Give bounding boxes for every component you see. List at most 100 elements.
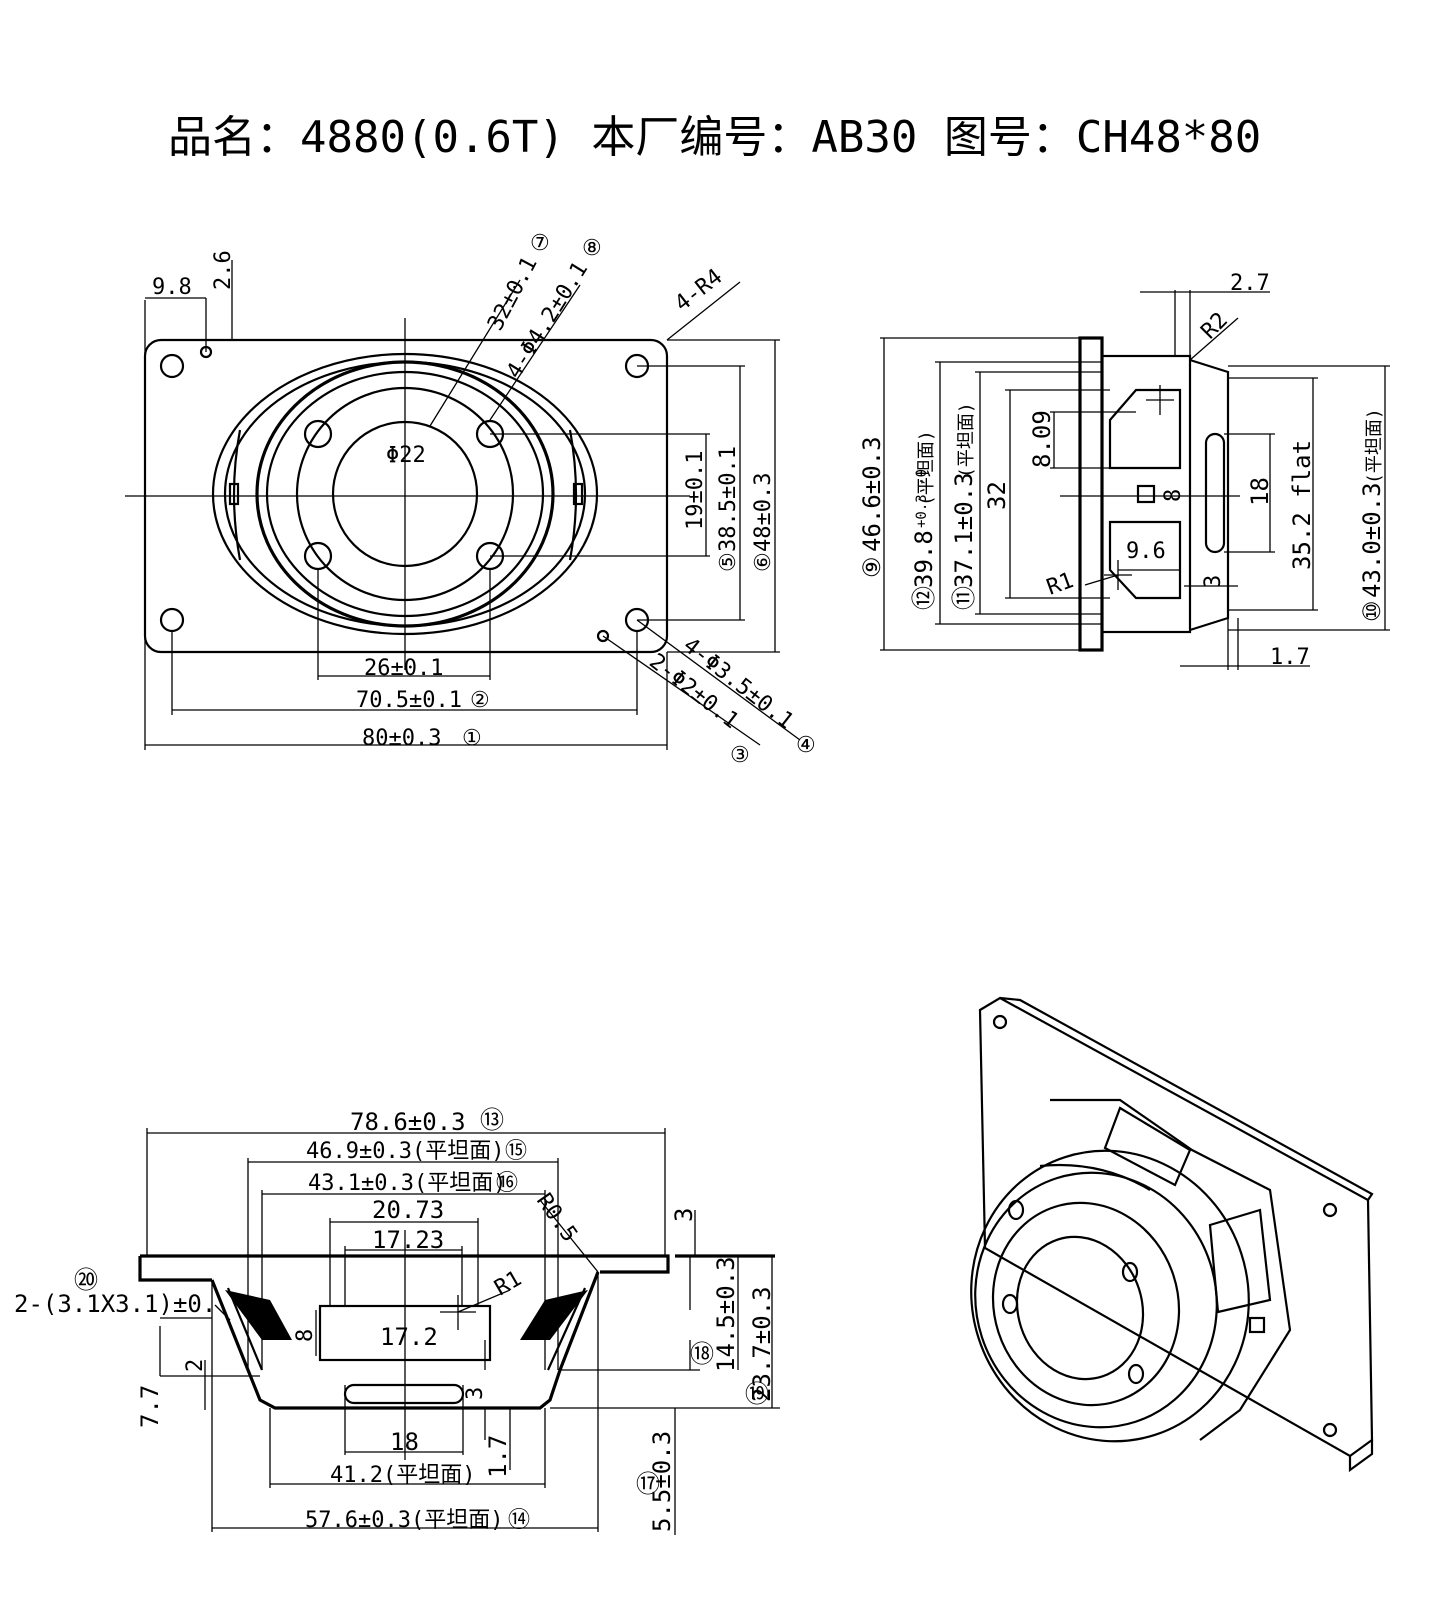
dim-8-side: 8 xyxy=(1161,489,1186,502)
dim-38-5: 38.5±0.1 xyxy=(716,446,741,552)
front-rim-inner xyxy=(265,370,545,618)
drawing-title: 品名：4880(0.6T) 本厂编号：AB30 图号：CH48*80 xyxy=(168,112,1261,163)
circled-11: ⑪ xyxy=(950,586,978,610)
section-slot xyxy=(343,1383,465,1405)
iso-cup-inner xyxy=(991,1201,1181,1407)
section-hatch-left xyxy=(225,1290,292,1340)
dim-46-9: 46.9±0.3(平坦面) xyxy=(306,1139,504,1164)
iso-hole-3 xyxy=(1322,1422,1338,1438)
circled-5: ⑤ xyxy=(716,552,741,572)
circled-17: ⑰ xyxy=(636,1470,660,1498)
side-body xyxy=(1100,354,1192,634)
dim-1-7-bottom: 1.7 xyxy=(484,1435,512,1478)
side-window-top xyxy=(1108,388,1182,470)
dim-23-7: 23.7±0.3 xyxy=(748,1286,776,1402)
isometric-view xyxy=(970,996,1374,1473)
dim-32-side: 32 xyxy=(983,481,1011,510)
section-view: 78.6±0.3 ⑬ 46.9±0.3(平坦面) ⑮ 43.1±0.3(平坦面)… xyxy=(14,1106,780,1535)
section-plate-top xyxy=(140,1254,670,1274)
front-inner-hole-bl xyxy=(303,541,333,571)
dim-5-5: 5.5±0.3 xyxy=(648,1431,676,1532)
front-corner-hole-tl xyxy=(159,353,185,379)
dim-r2: R2 xyxy=(1197,308,1233,344)
dim-43-1: 43.1±0.3(平坦面) xyxy=(308,1171,506,1196)
iso-inner-hole-3 xyxy=(1001,1293,1019,1315)
iso-hole-1 xyxy=(992,1014,1008,1030)
front-inner-hole-tl xyxy=(303,419,333,449)
dim-57-6: 57.6±0.3(平坦面) xyxy=(305,1508,503,1533)
iso-hole-2 xyxy=(1322,1202,1338,1218)
dim-8-bottom: 8 xyxy=(293,1329,318,1342)
dim-39-8-tol: +0.3 -0 xyxy=(914,469,930,528)
circled-2: ② xyxy=(470,688,490,713)
dim-35-2-flat: 35.2 flat xyxy=(1288,440,1316,570)
circled-16: ⑯ xyxy=(496,1171,518,1196)
dim-r1-side: R1 xyxy=(1044,568,1077,601)
iso-cup-outer xyxy=(970,1149,1250,1443)
dim-2-slots: 2-(3.1X3.1)±0. xyxy=(14,1290,216,1318)
dim-1-7-side: 1.7 xyxy=(1270,645,1310,670)
side-back-cup xyxy=(1189,358,1230,632)
dim-3-side: 3 xyxy=(1201,575,1226,588)
flat-label-1: (平坦面) xyxy=(916,430,937,506)
side-slot xyxy=(1204,432,1226,554)
dim-7-7: 7.7 xyxy=(136,1385,164,1428)
flat-label-2: (平坦面) xyxy=(956,402,977,478)
front-ring xyxy=(295,386,515,602)
front-rim-outer xyxy=(255,360,555,628)
iso-body-side xyxy=(1050,1098,1292,1441)
iso-magnet xyxy=(1015,1235,1145,1381)
dim-17-2: 17.2 xyxy=(380,1323,438,1351)
dim-8-09: 8.09 xyxy=(1028,410,1056,468)
front-view: 9.8 2.6 4-R4 Φ22 32±0.1 ⑦ 4-Φ4.2±0.1 ⑧ 1… xyxy=(125,231,816,768)
circled-19: ⑲ xyxy=(745,1380,769,1408)
iso-inner-hole-4 xyxy=(1127,1363,1145,1385)
dim-37-1: 37.1±0.3 xyxy=(950,472,978,588)
side-view: 2.7 R2 ⑨ 46.6±0.3 ⑫ 39.8 +0.3 -0 (平坦面) ⑪… xyxy=(858,271,1390,670)
circled-13: ⑬ xyxy=(480,1106,504,1134)
dim-9-6: 9.6 xyxy=(1126,539,1166,564)
circled-20: ⑳ xyxy=(74,1266,98,1294)
front-magnet xyxy=(331,420,479,568)
dim-80: 80±0.3 xyxy=(362,726,441,751)
dim-3-bottom: 3 xyxy=(463,1387,488,1400)
dim-18-bottom: 18 xyxy=(390,1428,419,1456)
dim-78-6: 78.6±0.3 xyxy=(350,1108,466,1136)
dim-14-5: 14.5±0.3 xyxy=(712,1256,740,1372)
circled-8: ⑧ xyxy=(582,236,602,261)
dim-4-r4: 4-R4 xyxy=(670,264,727,316)
iso-window-side xyxy=(1208,1208,1272,1314)
iso-cup-rim xyxy=(974,1171,1218,1429)
front-corner-hole-bl xyxy=(159,607,185,633)
dim-17-23: 17.23 xyxy=(372,1226,444,1254)
dim-46-6: 46.6±0.3 xyxy=(858,436,886,552)
dim-48: 48±0.3 xyxy=(751,473,776,552)
circled-14: ⑭ xyxy=(508,1508,530,1533)
iso-slot xyxy=(1039,1163,1151,1191)
side-flange xyxy=(1078,336,1104,652)
dim-phi22: Φ22 xyxy=(386,443,426,468)
iso-window-top xyxy=(1103,1106,1192,1187)
dim-2-6: 2.6 xyxy=(211,250,236,290)
circled-10: ⑩ xyxy=(1358,600,1386,622)
circled-9: ⑨ xyxy=(858,556,886,578)
iso-plate-edge xyxy=(1348,1440,1374,1473)
circled-15: ⑮ xyxy=(505,1139,527,1164)
section-hatch-right xyxy=(520,1290,588,1340)
dim-43: 43.0±0.3 xyxy=(1358,482,1386,598)
front-tab-right xyxy=(572,482,584,506)
circled-4: ④ xyxy=(796,733,816,758)
dim-41-2: 41.2(平坦面) xyxy=(330,1463,475,1488)
dim-2-7: 2.7 xyxy=(1230,271,1270,296)
dim-r0-5: R0.5 xyxy=(531,1189,582,1247)
circled-18: ⑱ xyxy=(690,1340,714,1368)
circled-12: ⑫ xyxy=(910,586,938,610)
iso-plate-top xyxy=(999,996,1374,1201)
section-cup xyxy=(210,1271,600,1410)
iso-inner-hole-1 xyxy=(1007,1199,1025,1221)
front-pin-hole-2 xyxy=(596,629,610,643)
iso-inner-hole-2 xyxy=(1121,1261,1139,1283)
iso-square xyxy=(1248,1316,1266,1334)
dim-39-8: 39.8 xyxy=(910,530,938,588)
